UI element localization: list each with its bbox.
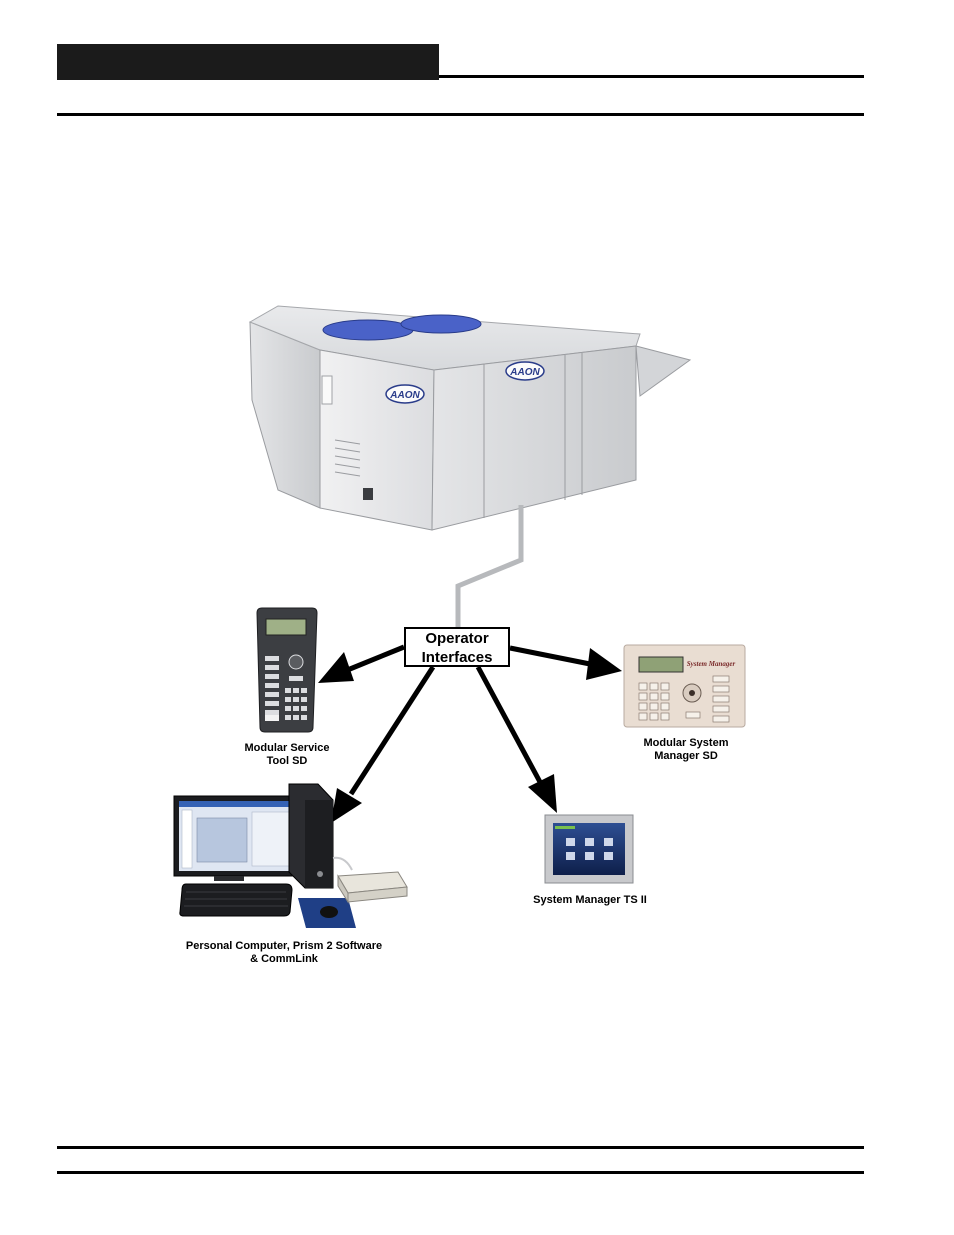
unit-logo-right: AAON: [509, 367, 540, 378]
operator-interfaces-line-2: Interfaces: [421, 649, 493, 666]
footer-rule-bottom: [57, 1171, 864, 1174]
footer-rule-top: [57, 1146, 864, 1149]
computer-caption: Personal Computer, Prism 2 Software & Co…: [170, 940, 398, 966]
wall-keypad-icon: System Manager: [623, 644, 746, 728]
touch-screen-caption-line-1: System Manager TS II: [533, 894, 647, 906]
unit-logo-left: AAON: [389, 390, 420, 401]
touch-screen-icon: [544, 814, 634, 884]
touch-screen-caption: System Manager TS II: [520, 894, 660, 907]
computer-caption-line-1: Personal Computer, Prism 2 Software: [185, 940, 383, 952]
service-tool-caption-line-2: Tool SD: [266, 755, 308, 767]
system-manager-caption-line-1: Modular System: [643, 737, 729, 749]
service-tool-caption-line-1: Modular Service: [244, 742, 330, 754]
operator-interfaces-label: Operator Interfaces: [404, 627, 510, 667]
system-manager-caption: Modular System Manager SD: [624, 737, 748, 763]
header-bar: [57, 44, 439, 80]
header-rule-top: [439, 75, 864, 78]
operator-interfaces-line-1: Operator: [425, 630, 489, 647]
computer-caption-line-2: & CommLink: [250, 953, 318, 965]
header-rule-bottom: [57, 113, 864, 116]
system-manager-logo: System Manager: [687, 660, 736, 668]
service-tool-caption: Modular Service Tool SD: [226, 742, 348, 768]
desktop-computer-icon: [173, 783, 408, 928]
system-manager-caption-line-2: Manager SD: [654, 750, 718, 762]
rooftop-unit-icon: AAON AAON: [248, 305, 692, 531]
handheld-keypad-icon: [256, 607, 318, 733]
unit-connector-line: [455, 505, 524, 628]
